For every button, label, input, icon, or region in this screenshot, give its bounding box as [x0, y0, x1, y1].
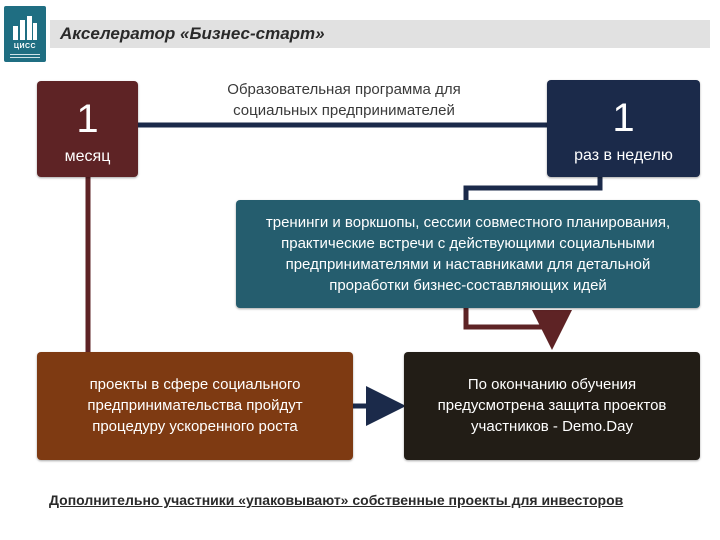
connector-activities-demoday [463, 308, 572, 350]
duration-box: 1 месяц [37, 81, 138, 177]
activities-box: тренинги и воркшопы, сессии совместного … [236, 200, 700, 308]
frequency-box: 1 раз в неделю [547, 80, 700, 177]
projects-text: проекты в сфере социального предпринимат… [87, 376, 303, 435]
activities-text: тренинги и воркшопы, сессии совместного … [265, 214, 671, 294]
page-title: Акселератор «Бизнес-старт» [60, 24, 325, 43]
frequency-unit: раз в неделю [574, 147, 673, 164]
demoday-box: По окончанию обучения предусмотрена защи… [404, 352, 700, 460]
program-description: Образовательная программа для социальных… [227, 81, 461, 119]
duration-unit: месяц [64, 148, 111, 165]
duration-number: 1 [76, 97, 99, 141]
connector-week-activities [463, 177, 603, 200]
footer-note: Дополнительно участники «упаковывают» со… [49, 492, 624, 508]
logo: ЦИСС [4, 6, 46, 62]
frequency-number: 1 [612, 96, 635, 140]
header-bar [50, 20, 710, 48]
building-icon [13, 16, 37, 40]
logo-text: ЦИСС [13, 43, 37, 50]
projects-box: проекты в сфере социального предпринимат… [37, 352, 353, 460]
demoday-text: По окончанию обучения предусмотрена защи… [437, 376, 667, 435]
